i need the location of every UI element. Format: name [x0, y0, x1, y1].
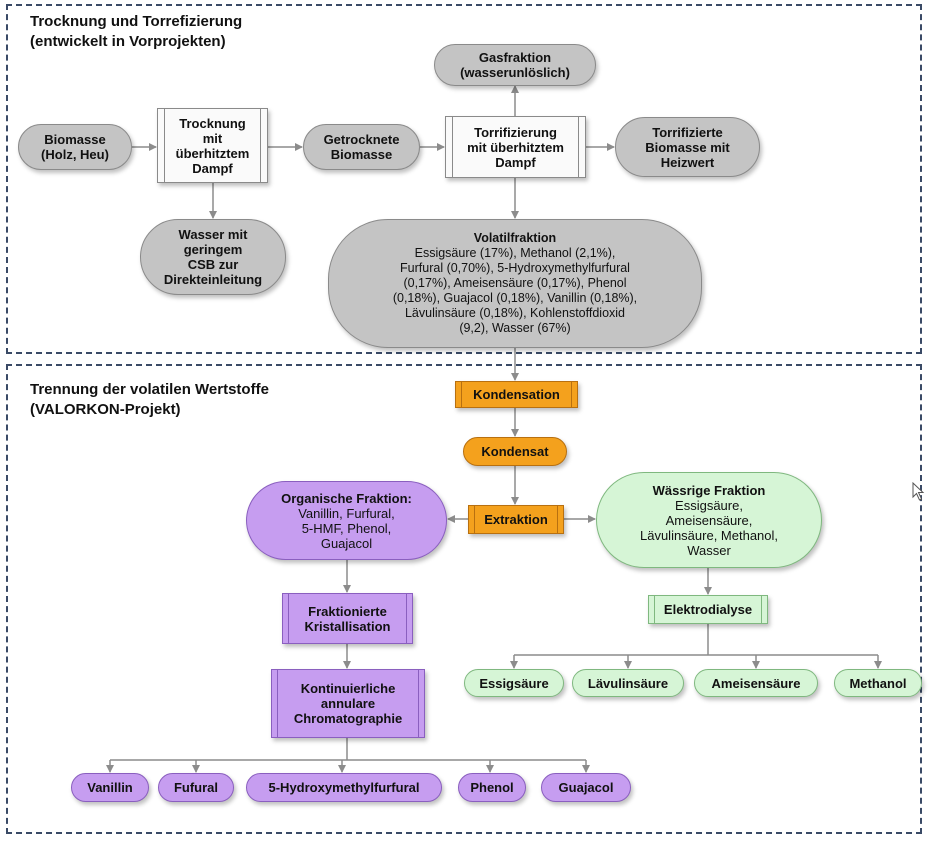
node-elektrodialyse: Elektrodialyse: [648, 595, 768, 624]
node-gasfraktion: Gasfraktion (wasserunlöslich): [434, 44, 596, 86]
mouse-pointer-icon: [912, 482, 925, 501]
output-laevulinsaeure: Lävulinsäure: [572, 669, 684, 697]
section-frame-separation: [6, 364, 922, 834]
output-ameisensaeure: Ameisensäure: [694, 669, 818, 697]
output-phenol: Phenol: [458, 773, 526, 802]
output-hydroxymethylfurfural: 5-Hydroxymethylfurfural: [246, 773, 442, 802]
node-biomasse: Biomasse (Holz, Heu): [18, 124, 132, 170]
section-frame-drying: [6, 4, 922, 354]
node-chromatographie: Kontinuierliche annulare Chromatographie: [271, 669, 425, 738]
node-wasser-csb: Wasser mit geringem CSB zur Direkteinlei…: [140, 219, 286, 295]
node-torrifizierte-biomasse: Torrifizierte Biomasse mit Heizwert: [615, 117, 760, 177]
section-title-drying: Trocknung und Torrefizierung (entwickelt…: [30, 13, 243, 50]
node-volatilfraktion: Volatilfraktion Essigsäure (17%), Methan…: [328, 219, 702, 348]
section-title-separation: Trennung der volatilen Wertstoffe (VALOR…: [30, 381, 269, 418]
output-fufural: Fufural: [158, 773, 234, 802]
node-trocknung: Trocknung mit überhitztem Dampf: [157, 108, 268, 183]
node-kondensat: Kondensat: [463, 437, 567, 466]
output-vanillin: Vanillin: [71, 773, 149, 802]
node-extraktion: Extraktion: [468, 505, 564, 534]
output-methanol: Methanol: [834, 669, 922, 697]
node-torrifizierung: Torrifizierung mit überhitztem Dampf: [445, 116, 586, 178]
node-waessrige-fraktion: Wässrige Fraktion Essigsäure, Ameisensäu…: [596, 472, 822, 568]
node-kondensation: Kondensation: [455, 381, 578, 408]
output-guajacol: Guajacol: [541, 773, 631, 802]
node-getrocknete-biomasse: Getrocknete Biomasse: [303, 124, 420, 170]
output-essigsaeure: Essigsäure: [464, 669, 564, 697]
node-organische-fraktion: Organische Fraktion: Vanillin, Furfural,…: [246, 481, 447, 560]
node-fraktionierte-kristallisation: Fraktionierte Kristallisation: [282, 593, 413, 644]
